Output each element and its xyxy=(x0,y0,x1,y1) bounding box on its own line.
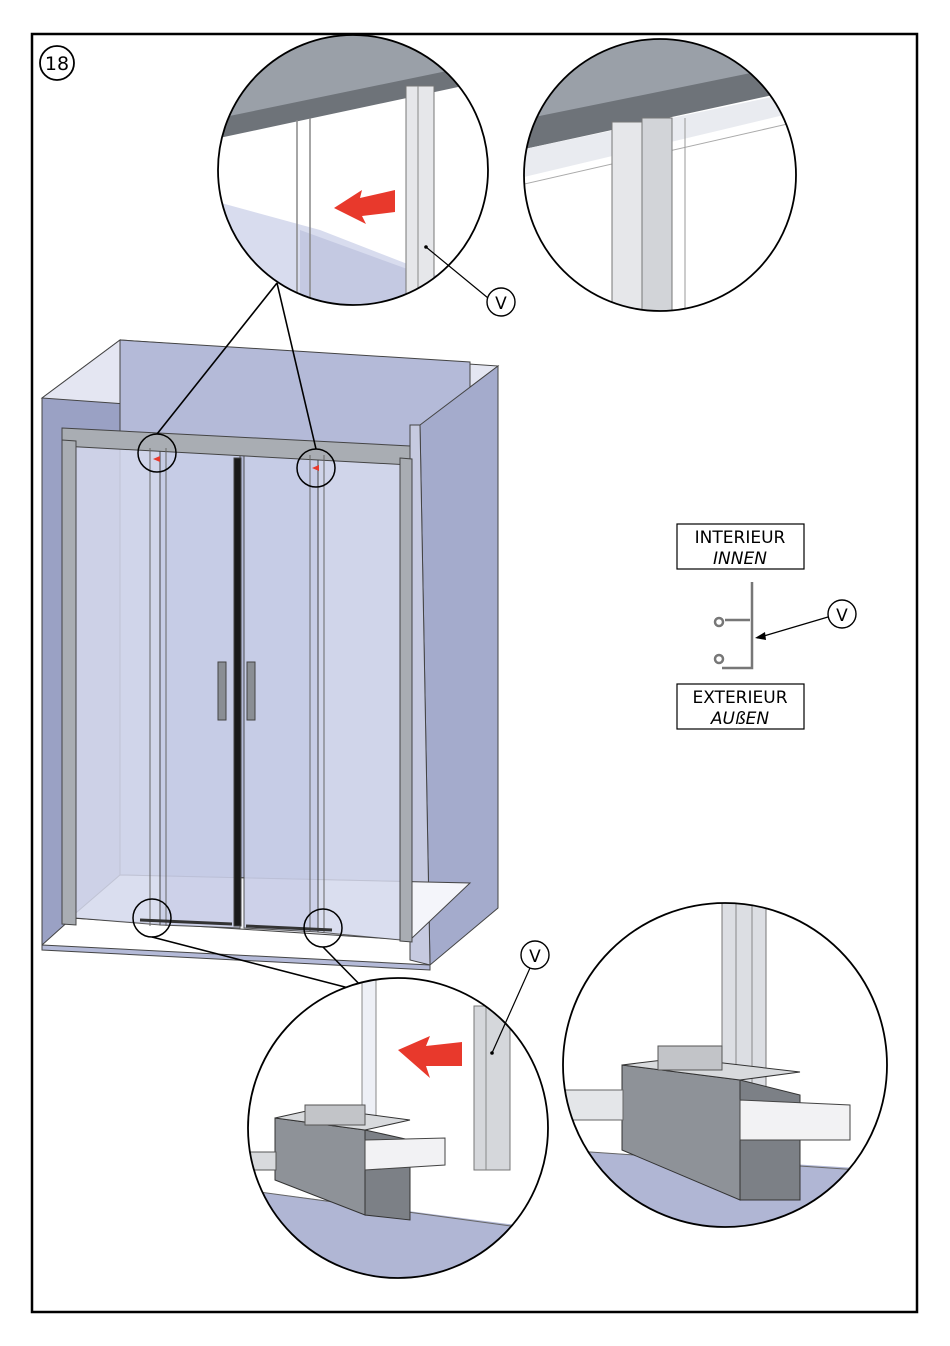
part-label-bottom: V xyxy=(529,947,541,967)
left-wall-profile xyxy=(62,440,76,925)
step-badge: 18 xyxy=(40,46,74,80)
orientation-legend: INTERIEUR INNEN V EXTERIEUR AUßEN xyxy=(677,524,856,729)
shower-enclosure xyxy=(42,340,498,970)
interior-de: INNEN xyxy=(713,549,767,569)
part-label-legend: V xyxy=(836,606,848,626)
seal-profile-icon xyxy=(715,582,752,668)
detail-bottom-right xyxy=(560,900,890,1230)
detail-bottom-left: V xyxy=(245,941,555,1285)
right-handle xyxy=(247,662,255,720)
part-label-top: V xyxy=(495,294,507,314)
right-fixed-glass xyxy=(318,454,400,940)
left-sliding-door xyxy=(160,446,240,928)
seal-profile-v-bottom xyxy=(474,1006,510,1170)
detail-top-right xyxy=(520,35,805,332)
right-wall xyxy=(420,366,498,965)
step-number: 18 xyxy=(45,53,69,75)
center-seal xyxy=(234,458,241,926)
shower-tray-front xyxy=(42,945,430,970)
right-wall-profile xyxy=(400,458,412,942)
seal-profile-inserted xyxy=(612,122,642,332)
interior-fr: INTERIEUR xyxy=(695,528,786,548)
exterior-fr: EXTERIEUR xyxy=(692,688,787,708)
left-handle xyxy=(218,662,226,720)
left-fixed-glass xyxy=(75,440,160,925)
exterior-de: AUßEN xyxy=(710,709,770,729)
detail-top-left: V xyxy=(210,30,515,320)
